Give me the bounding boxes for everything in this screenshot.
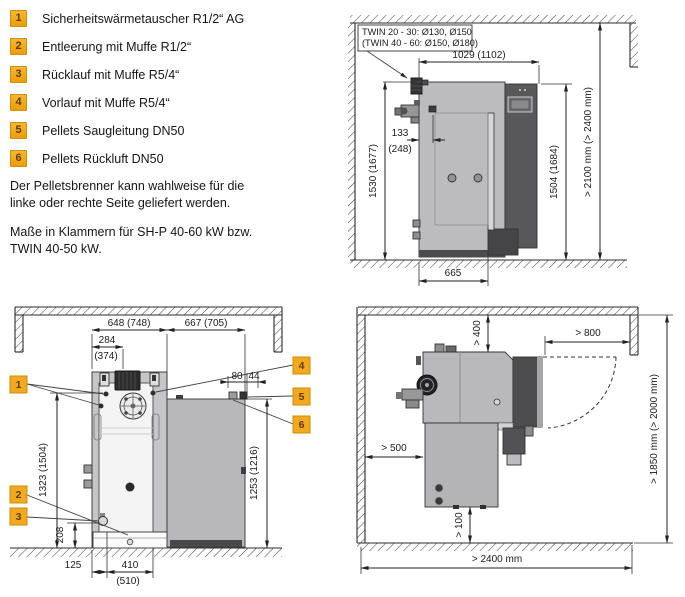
dim-height-right: 1504 (1684) — [549, 145, 560, 199]
side-fittings — [394, 100, 421, 240]
legend-label-3: Rücklauf mit Muffe R5/4“ — [42, 67, 180, 82]
boiler-side-view — [394, 77, 538, 258]
dim-front-clearance: > 100 — [454, 512, 465, 538]
note-line: Maße in Klammern für SH-P 40-60 kW bzw. — [10, 225, 253, 239]
dim-base-mid-paren: (510) — [116, 576, 139, 587]
legend-badge-6: 6 — [10, 150, 27, 167]
return-air-hose — [228, 391, 238, 400]
dim-hose-gap: 80 — [231, 371, 243, 382]
note-burner-side: Der Pelletsbrenner kann wahlweise für di… — [10, 178, 340, 212]
dim-base-left: 125 — [65, 560, 82, 571]
dim-width-top: 1029 (1102) — [452, 50, 505, 61]
legend-label-1: Sicherheitswärmetauscher R1/2“ AG — [42, 11, 245, 26]
legend-label-6: Pellets Rückluft DN50 — [42, 151, 164, 166]
dim-flue-offset-paren: (248) — [388, 144, 411, 155]
note-line: Der Pelletsbrenner kann wahlweise für di… — [10, 179, 245, 193]
dim-height-right: 1253 (1216) — [249, 446, 260, 500]
legend-label-4: Vorlauf mit Muffe R5/4“ — [42, 95, 170, 110]
legend-label-2: Entleerung mit Muffe R1/2“ — [42, 39, 192, 54]
legend-label-5: Pellets Saugleitung DN50 — [42, 123, 185, 138]
side-view-drawing: TWIN 20 - 30: Ø130, Ø150 (TWIN 40 - 60: … — [348, 15, 638, 286]
note-parentheses: Maße in Klammern für SH-P 40-60 kW bzw. … — [10, 224, 340, 258]
dim-height-left: 1323 (1504) — [38, 443, 49, 497]
dim-room-width: > 2400 mm — [472, 554, 522, 565]
dim-room-depth: > 1850 mm (> 2000 mm) — [649, 374, 660, 484]
room-walls — [356, 306, 639, 551]
legend-item: 4 Vorlauf mit Muffe R5/4“ — [10, 94, 340, 111]
dim-hopper-width: 667 (705) — [185, 318, 228, 329]
legend-item: 3 Rücklauf mit Muffe R5/4“ — [10, 66, 340, 83]
door-swing-arc — [543, 356, 617, 429]
dim-rear-clearance: > 400 — [472, 320, 483, 346]
legend-badge-3: 3 — [10, 66, 27, 83]
legend-badge-4: 4 — [10, 94, 27, 111]
flue-size-callout: TWIN 20 - 30: Ø130, Ø150 (TWIN 40 - 60: … — [357, 24, 478, 79]
marker-5-badge: 5 — [299, 391, 305, 403]
marker-6-badge: 6 — [299, 419, 305, 431]
plan-view-drawing: > 400 > 800 > 500 > 100 > 2400 mm > 1850… — [356, 306, 673, 574]
dim-flue-offset: 133 — [392, 128, 409, 139]
room-walls — [10, 306, 283, 557]
dimension-lines: 1029 (1102) 133 (248) 1530 (1677) 1504 (… — [368, 22, 602, 286]
boiler-plan-view — [396, 343, 543, 431]
dim-base-mid: 410 — [122, 560, 139, 571]
dim-room-height: > 2100 mm (> 2400 mm) — [583, 87, 594, 197]
dim-depth-bottom: 665 — [445, 268, 462, 279]
legend-badge-5: 5 — [10, 122, 27, 139]
room-walls — [348, 15, 638, 268]
legend-badge-2: 2 — [10, 38, 27, 55]
dim-side-clearance: > 500 — [381, 443, 407, 454]
dimension-lines: > 400 > 800 > 500 > 100 > 2400 mm > 1850… — [360, 314, 673, 574]
marker-2-badge: 2 — [16, 489, 22, 501]
rear-view-drawing: 1 2 3 4 5 6 648 (748) 667 (705) 284 (374… — [9, 306, 311, 587]
dim-hose-edge: 44 — [248, 371, 260, 382]
flue-pipe — [114, 370, 141, 391]
pellet-hopper-plan-view — [424, 422, 534, 509]
legend-item: 5 Pellets Saugleitung DN50 — [10, 122, 340, 139]
legend-badge-1: 1 — [10, 10, 27, 27]
dim-height-left: 1530 (1677) — [368, 144, 379, 198]
dim-flue-pos-paren: (374) — [94, 351, 117, 362]
flue-label-line1: TWIN 20 - 30: Ø130, Ø150 — [362, 27, 472, 37]
flue-label-line2: (TWIN 40 - 60: Ø150, Ø180) — [362, 38, 478, 48]
dim-boiler-width: 648 (748) — [108, 318, 151, 329]
marker-3-badge: 3 — [16, 511, 22, 523]
legend-item: 1 Sicherheitswärmetauscher R1/2“ AG — [10, 10, 340, 27]
dimension-lines: 648 (748) 667 (705) 284 (374) 80 44 1323… — [38, 318, 272, 587]
dim-valve-height: 208 — [55, 526, 66, 543]
dim-flue-pos: 284 — [99, 335, 116, 346]
marker-leader-lines — [26, 364, 294, 536]
diagram-markers: 1 2 3 4 5 6 — [9, 356, 311, 526]
burner-flange — [119, 392, 147, 420]
pellet-hopper-rear-view — [166, 391, 248, 548]
note-line: TWIN 40-50 kW. — [10, 242, 102, 256]
note-line: linke oder rechte Seite geliefert werden… — [10, 196, 231, 210]
legend-item: 2 Entleerung mit Muffe R1/2“ — [10, 38, 340, 55]
boiler-rear-view — [83, 370, 171, 549]
marker-1-badge: 1 — [16, 379, 22, 391]
marker-4-badge: 4 — [299, 360, 305, 372]
dim-door-clearance: > 800 — [575, 328, 601, 339]
legend-item: 6 Pellets Rückluft DN50 — [10, 150, 340, 167]
suction-hose — [239, 391, 248, 400]
legend: 1 Sicherheitswärmetauscher R1/2“ AG 2 En… — [10, 10, 340, 258]
